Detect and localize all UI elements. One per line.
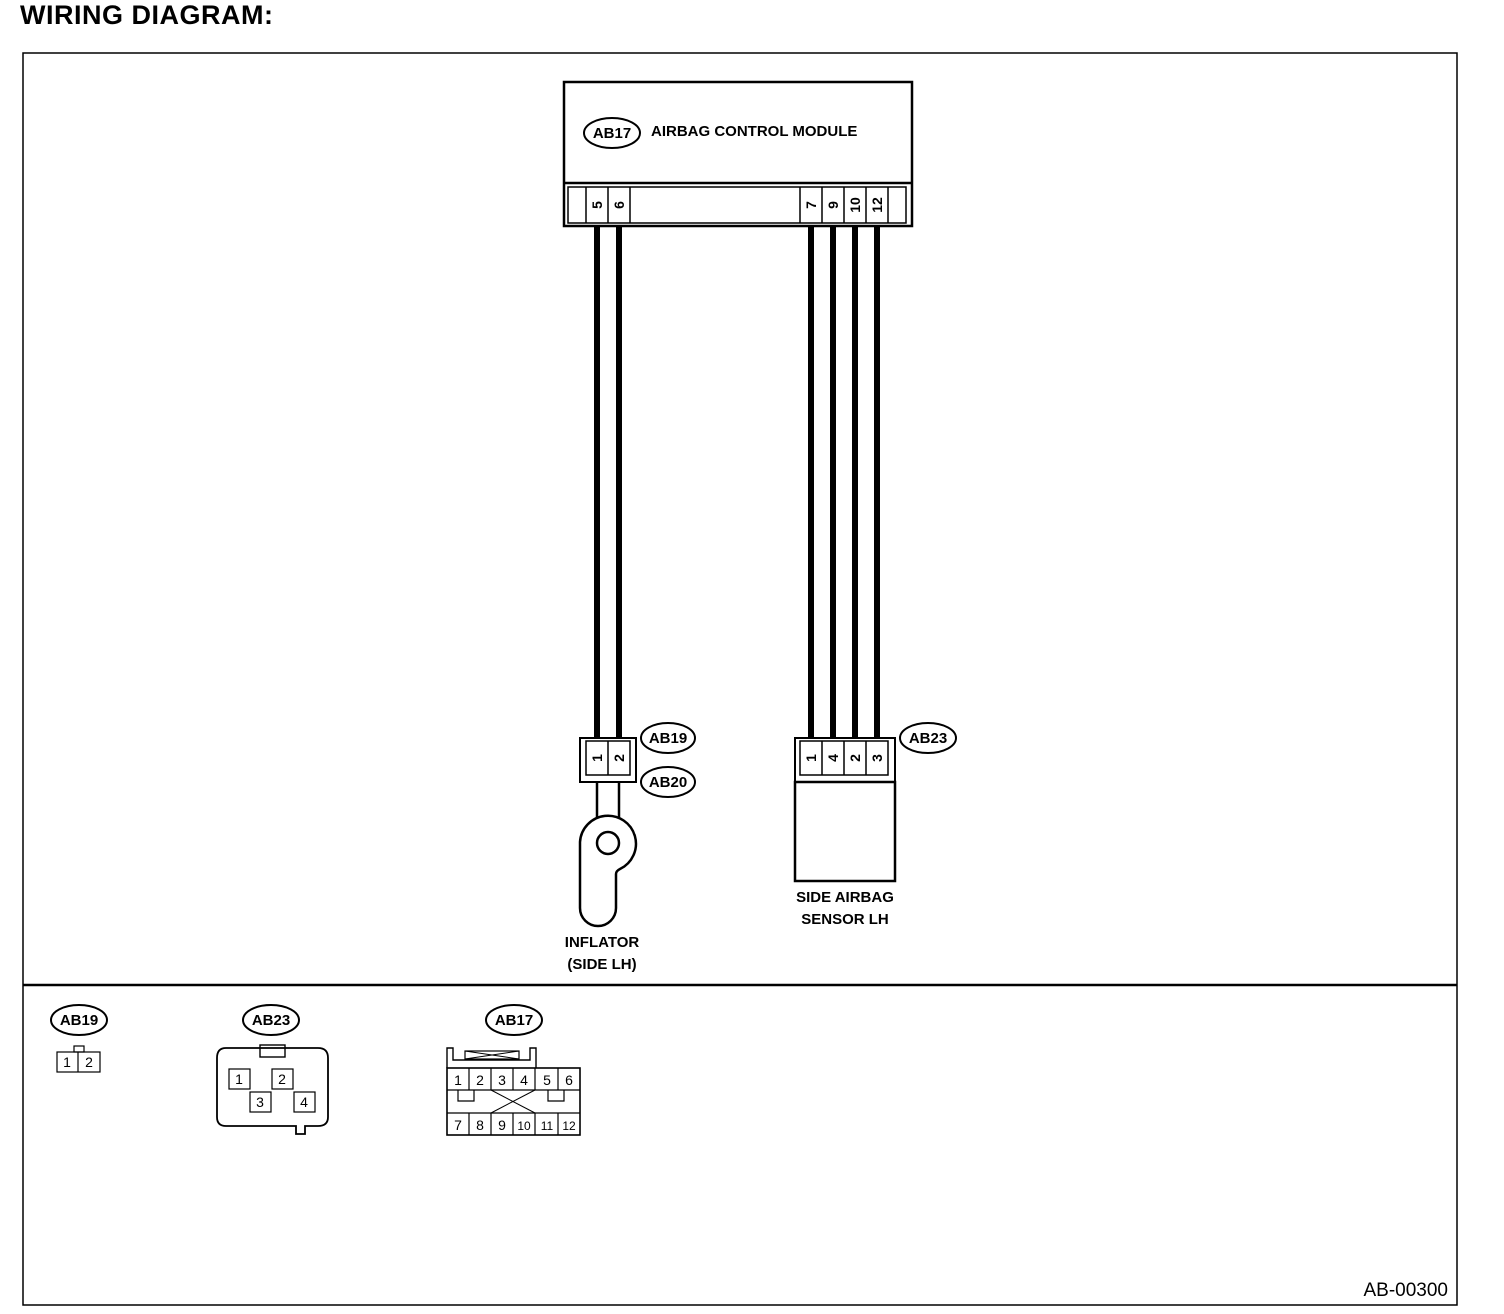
- ab17-view-pin-6: 6: [565, 1072, 573, 1088]
- inflator-tag-b: AB20: [649, 774, 687, 791]
- inflator-label-line1: INFLATOR: [565, 934, 640, 951]
- ab17-view-pin-1: 1: [454, 1072, 462, 1088]
- airbag-control-module: AB17 AIRBAG CONTROL MODULE 5 6 7 9 10 12: [562, 80, 914, 228]
- ab19-view-pin-1: 1: [63, 1054, 71, 1070]
- harness-wires: [594, 226, 880, 738]
- module-tag-oval: [583, 117, 641, 149]
- sensor-tag-oval: [899, 722, 957, 754]
- module-pin-5: 5: [589, 201, 605, 209]
- sensor-body: [793, 780, 897, 883]
- ab17-view-pin-7: 7: [454, 1117, 462, 1133]
- inflator-tag-oval-a: [640, 722, 696, 754]
- module-tag: AB17: [593, 125, 631, 142]
- connector-view-ab17: AB17 1 2 3 4 5 6 7 8 9 10: [446, 1004, 581, 1136]
- module-pin-12: 12: [869, 197, 885, 213]
- diagram-frame: [22, 52, 1458, 1306]
- ab19-view-tag: AB19: [60, 1012, 98, 1029]
- sensor-pin-4: 4: [825, 754, 841, 762]
- ab17-view-pin-12: 12: [562, 1119, 576, 1133]
- inflator-pin-1: 1: [589, 754, 605, 762]
- ab17-view-pin-10: 10: [517, 1119, 531, 1133]
- module-name: AIRBAG CONTROL MODULE: [651, 123, 857, 140]
- ab23-view-pin-4: 4: [300, 1094, 308, 1110]
- module-pin-7: 7: [803, 201, 819, 209]
- ab17-view-tag: AB17: [495, 1012, 533, 1029]
- ab23-view-pin-3: 3: [256, 1094, 264, 1110]
- connector-view-ab23: AB23 1 2 3 4: [216, 1004, 329, 1135]
- sensor-pin-1: 1: [803, 754, 819, 762]
- sensor-tag: AB23: [909, 730, 947, 747]
- sensor-connector: 1 4 2 3: [794, 737, 896, 783]
- ab17-view-pin-5: 5: [543, 1072, 551, 1088]
- ab19-view-pin-2: 2: [85, 1054, 93, 1070]
- module-pin-9: 9: [825, 201, 841, 209]
- ab23-view-pin-2: 2: [278, 1071, 286, 1087]
- ab17-view-pin-2: 2: [476, 1072, 484, 1088]
- figure-reference: AB-00300: [1363, 1280, 1448, 1301]
- inflator-body: [578, 782, 638, 928]
- sensor-pin-3: 3: [869, 754, 885, 762]
- connector-view-ab19: AB19 1 2: [50, 1004, 108, 1073]
- sensor-label-line2: SENSOR LH: [801, 911, 889, 928]
- ab17-view-pin-8: 8: [476, 1117, 484, 1133]
- inflator-connector: 1 2: [579, 737, 637, 783]
- sensor-label-line1: SIDE AIRBAG: [796, 889, 894, 906]
- ab23-view-tag: AB23: [252, 1012, 290, 1029]
- ab17-view-pin-4: 4: [520, 1072, 528, 1088]
- inflator-label-line2: (SIDE LH): [567, 956, 636, 973]
- module-pin-10: 10: [847, 197, 863, 213]
- ab23-view-pin-1: 1: [235, 1071, 243, 1087]
- module-pin-6: 6: [611, 201, 627, 209]
- sensor-pin-2: 2: [847, 754, 863, 762]
- inflator-pin-2: 2: [611, 754, 627, 762]
- inflator-tag-a: AB19: [649, 730, 687, 747]
- page-title: WIRING DIAGRAM:: [20, 0, 274, 30]
- ab17-view-pin-11: 11: [541, 1119, 554, 1133]
- ab17-view-pin-9: 9: [498, 1117, 506, 1133]
- ab17-view-pin-3: 3: [498, 1072, 506, 1088]
- inflator-tag-oval-b: [640, 766, 696, 798]
